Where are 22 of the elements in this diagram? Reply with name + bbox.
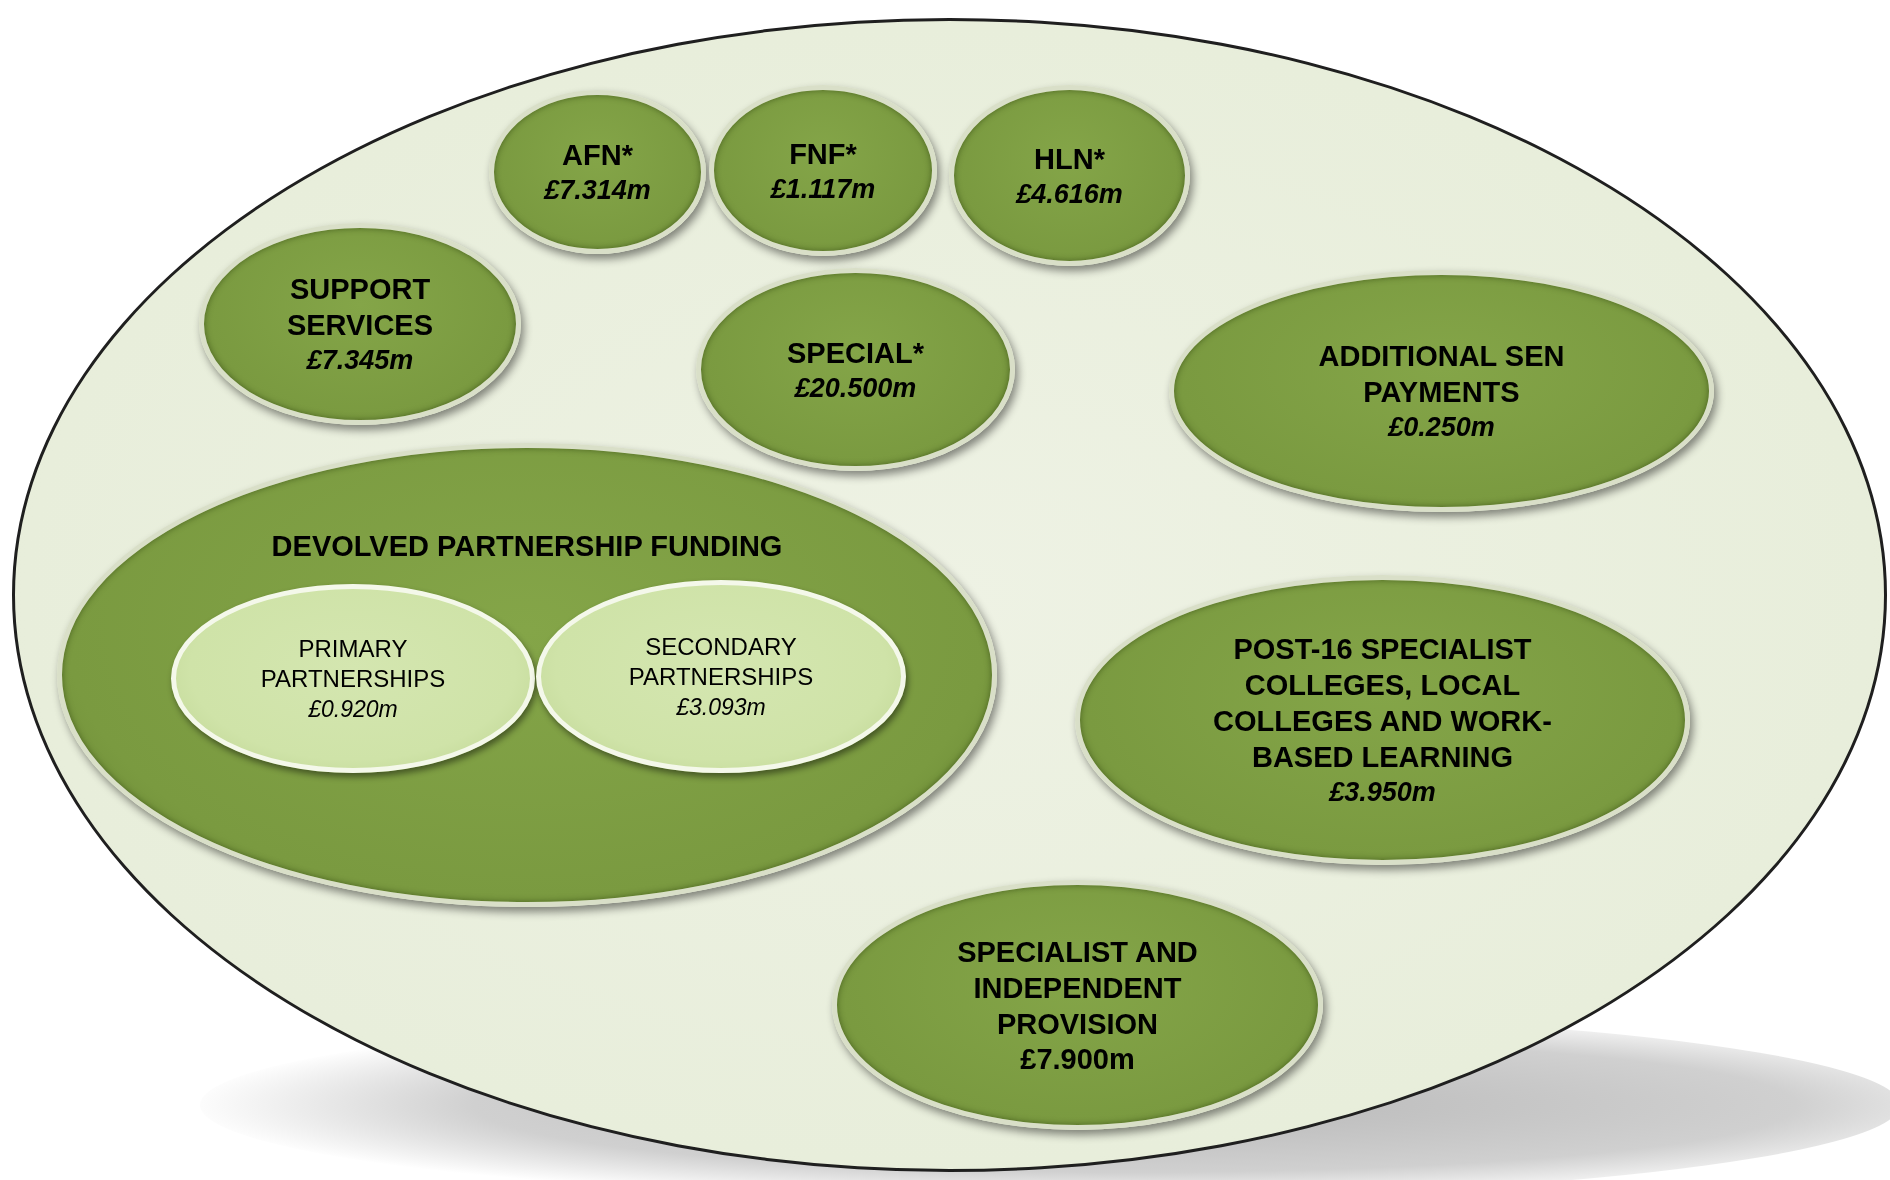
amount-label: £7.345m	[306, 344, 414, 377]
amount-label: £4.616m	[1016, 177, 1123, 211]
funding-ellipse	[489, 90, 706, 254]
category-label: ADDITIONAL SEN PAYMENTS	[1317, 339, 1566, 410]
amount-label: £20.500m	[794, 371, 917, 405]
category-label: AFN*	[562, 138, 633, 173]
category-label: PRIMARY PARTNERSHIPS	[259, 633, 447, 694]
amount-label: £0.920m	[308, 694, 398, 724]
category-label: SECONDARY PARTNERSHIPS	[627, 631, 815, 692]
category-label: HLN*	[1034, 141, 1105, 177]
amount-label: £3.093m	[676, 692, 766, 722]
category-label: SPECIAL*	[787, 335, 924, 371]
amount-label: £1.117m	[770, 172, 876, 206]
category-label: SPECIALIST AND INDEPENDENT PROVISION	[956, 935, 1199, 1042]
category-label: SUPPORT SERVICES	[285, 272, 435, 343]
category-label: POST-16 SPECIALIST COLLEGES, LOCAL COLLEGES AND WORK-BASED LEARNING	[1212, 632, 1553, 775]
amount-label: £7.314m	[544, 174, 651, 207]
amount-label: £7.900m	[1020, 1042, 1135, 1076]
category-label: DEVOLVED PARTNERSHIP FUNDING	[271, 529, 783, 564]
amount-label: £0.250m	[1388, 411, 1495, 444]
category-label: FNF*	[789, 136, 857, 172]
amount-label: £3.950m	[1329, 776, 1436, 809]
